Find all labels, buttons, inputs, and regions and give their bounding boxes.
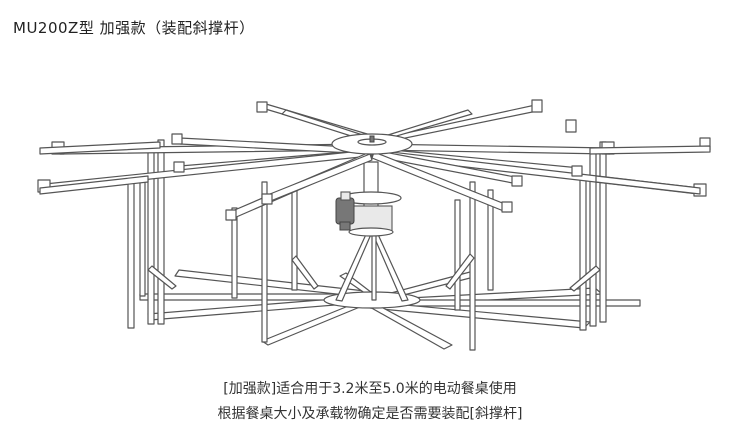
caption-line-2: 根据餐桌大小及承载物确定是否需要装配[斜撑杆]: [217, 406, 523, 422]
frame-crossbars: [39, 141, 711, 195]
top-hub: [331, 133, 413, 155]
central-column: [335, 161, 409, 302]
rotating-frame-diagram: [37, 99, 711, 351]
arm-end-brackets: [37, 99, 711, 221]
product-title: MU200Z型 加强款（装配斜撑杆）: [13, 19, 255, 37]
base-legs: [139, 269, 641, 350]
motor: [335, 197, 355, 225]
caption-line-1: [加强款]适合用于3.2米至5.0米的电动餐桌使用: [223, 381, 517, 397]
